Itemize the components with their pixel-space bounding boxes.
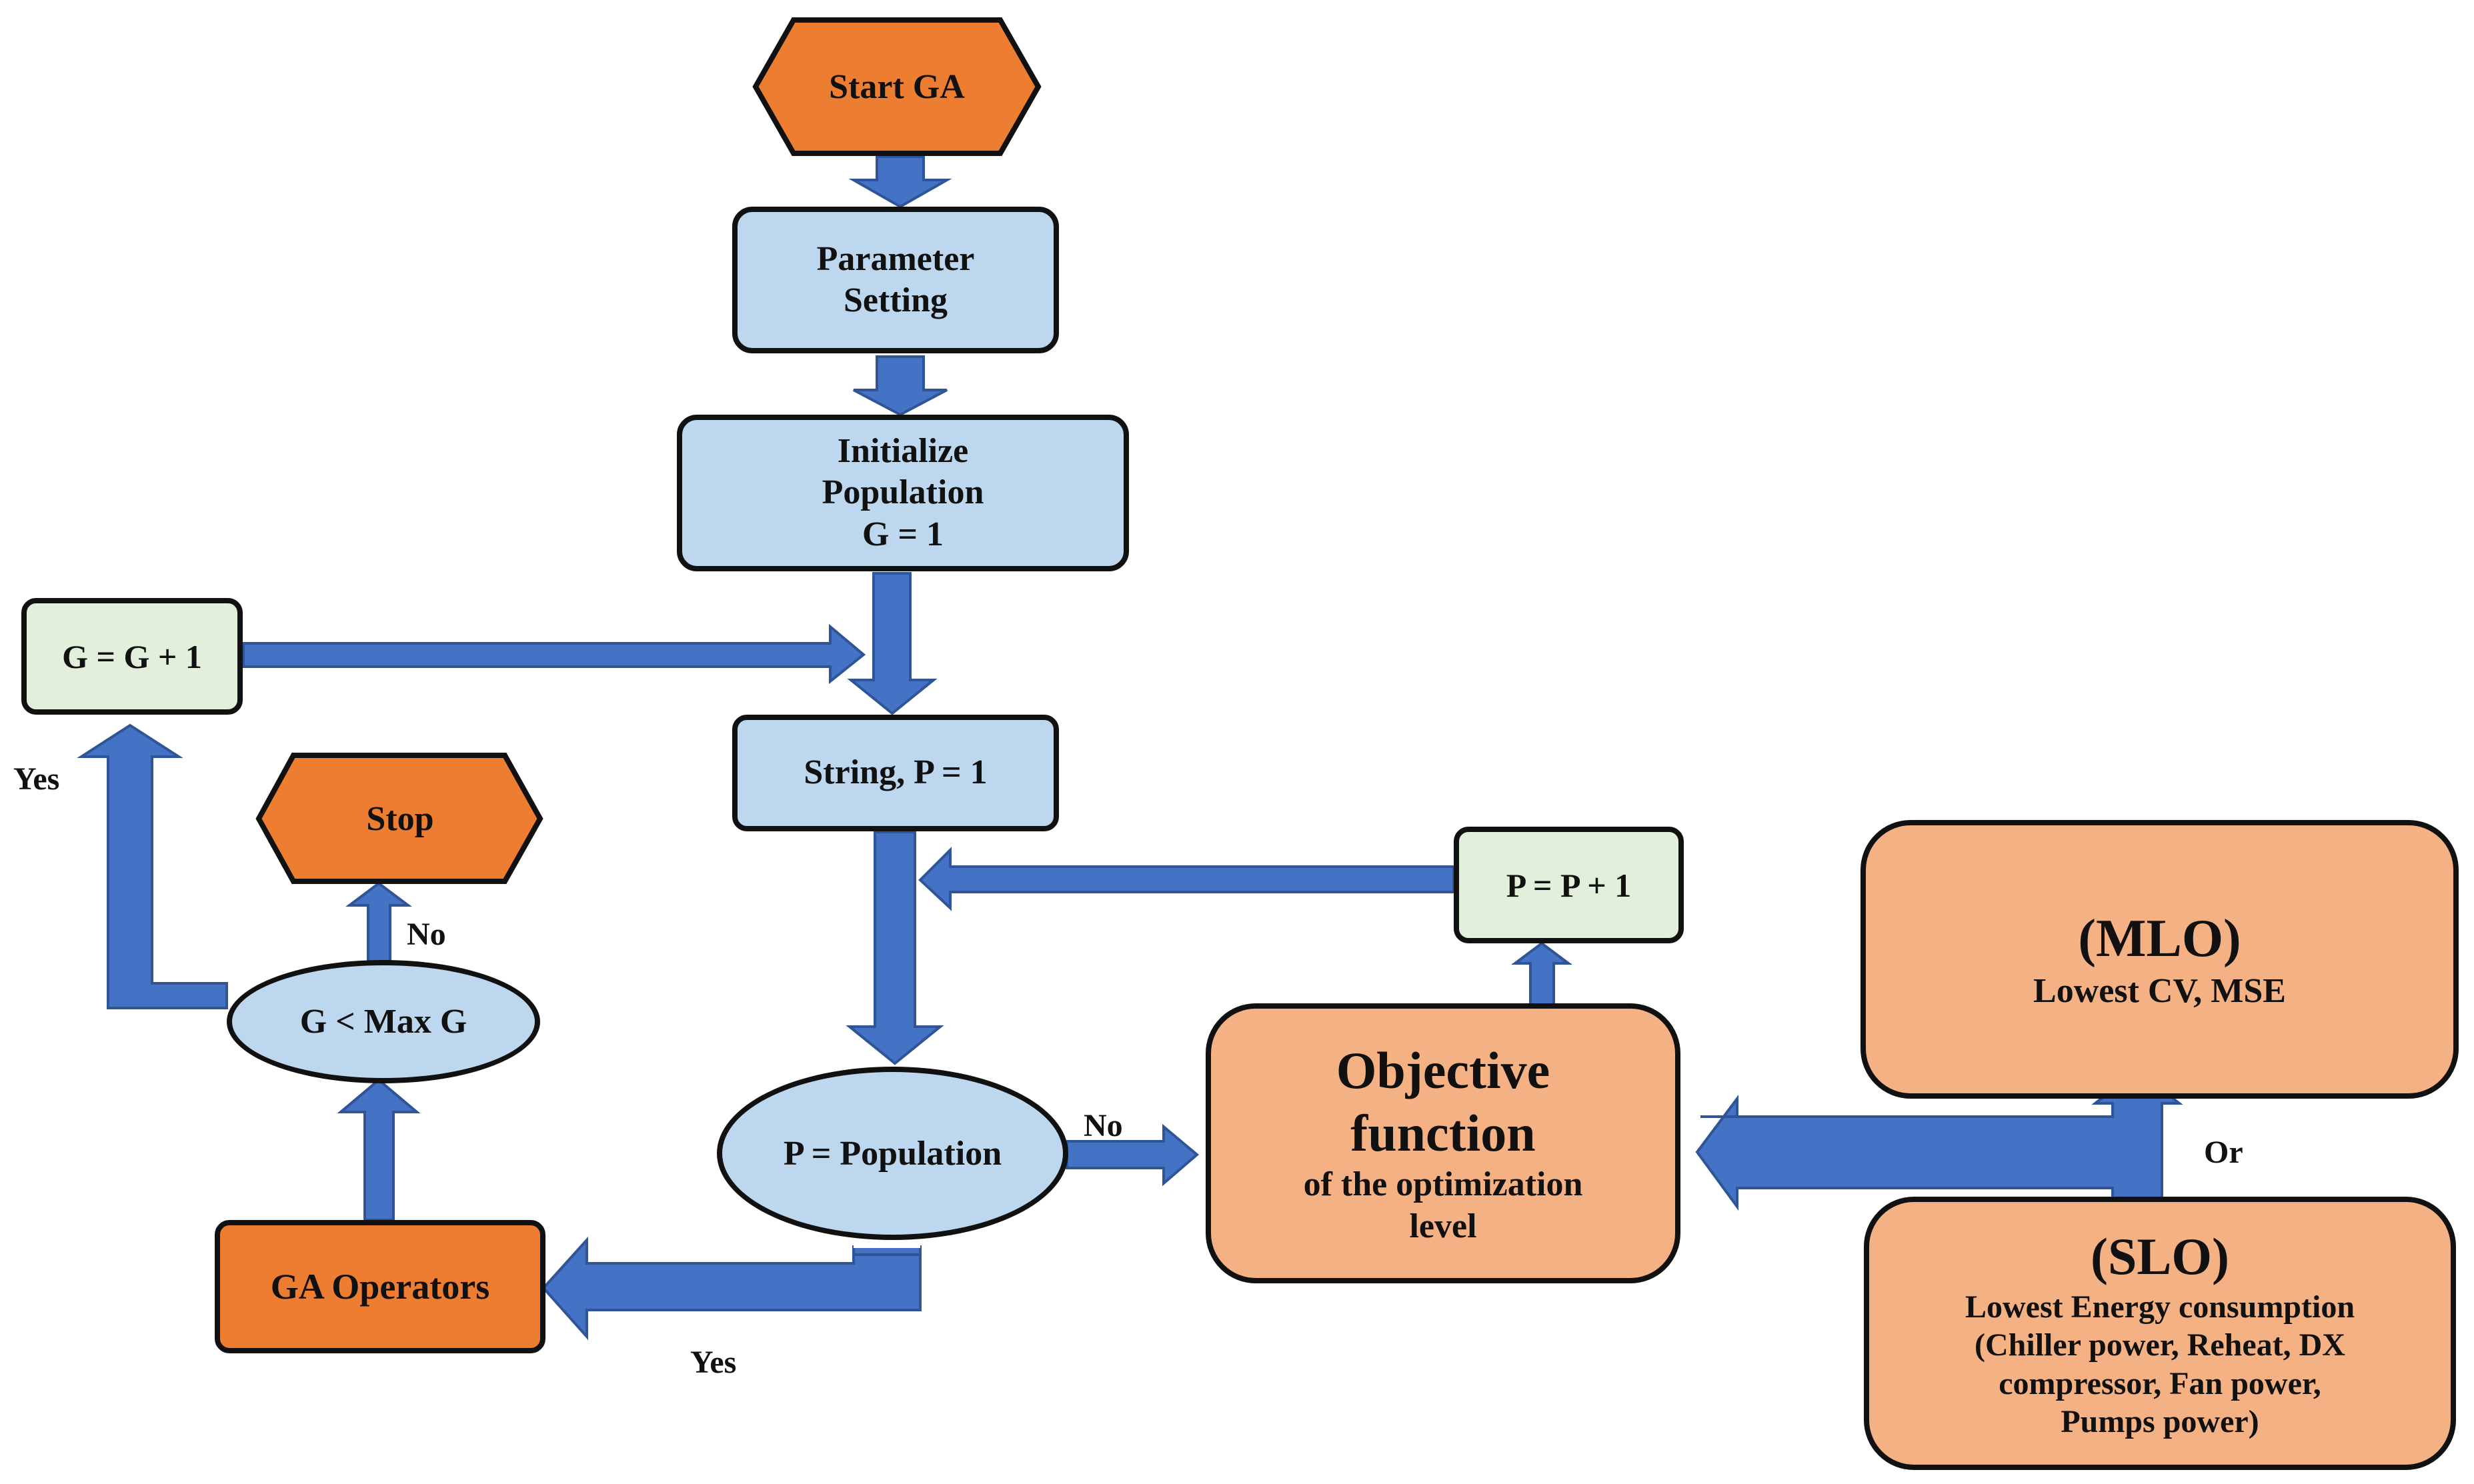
arrow-pincrement-to-string <box>918 847 1455 911</box>
arrow-parameter-to-initialize <box>853 355 948 417</box>
objective-title-line-1: Objective <box>1336 1041 1550 1100</box>
p-population-check-node[interactable]: P = Population <box>717 1067 1068 1240</box>
initialize-line-1: Initialize <box>837 431 969 470</box>
yes-label-left: Yes <box>13 761 60 797</box>
slo-desc-line-2: (Chiller power, Reheat, DX <box>1975 1327 2345 1363</box>
g-increment-label: G = G + 1 <box>62 637 202 675</box>
parameter-setting-line-1: Parameter <box>816 239 975 278</box>
or-label: Or <box>2204 1135 2243 1170</box>
arrow-gincrement-to-string <box>242 623 866 685</box>
arrow-ppop-to-gaoperators <box>541 1236 922 1341</box>
mlo-title: (MLO) <box>2078 909 2241 968</box>
arrow-start-to-parameter <box>848 155 952 209</box>
arrow-gaoperators-to-gcheck <box>337 1078 421 1221</box>
start-node[interactable]: Start GA <box>829 67 965 106</box>
p-population-label: P = Population <box>783 1134 1002 1173</box>
objective-subtitle-line-2: level <box>1409 1207 1477 1245</box>
objective-title-line-2: function <box>1350 1103 1536 1162</box>
arrow-objective-to-pincrement <box>1511 941 1572 1008</box>
objective-function-node[interactable]: Objective function of the optimization l… <box>1206 1003 1680 1283</box>
yes-label-bottom: Yes <box>690 1345 737 1380</box>
mlo-desc: Lowest CV, MSE <box>2033 971 2286 1010</box>
string-p-node[interactable]: String, P = 1 <box>732 715 1059 831</box>
string-p-label: String, P = 1 <box>804 753 988 792</box>
stop-node[interactable]: Stop <box>366 799 434 838</box>
slo-desc-line-4: Pumps power) <box>2061 1404 2259 1440</box>
p-increment-node[interactable]: P = P + 1 <box>1454 827 1684 943</box>
arrow-ppop-to-objective <box>1066 1123 1200 1187</box>
ga-operators-node[interactable]: GA Operators <box>215 1220 545 1353</box>
slo-desc-line-1: Lowest Energy consumption <box>1965 1289 2355 1325</box>
slo-node[interactable]: (SLO) Lowest Energy consumption (Chiller… <box>1864 1197 2456 1470</box>
g-max-check-node[interactable]: G < Max G <box>227 960 540 1083</box>
slo-desc-line-3: compressor, Fan power, <box>1999 1365 2321 1401</box>
slo-title: (SLO) <box>2090 1227 2230 1286</box>
parameter-setting-node[interactable]: Parameter Setting <box>732 207 1059 353</box>
initialize-line-2: Population <box>822 473 984 512</box>
p-increment-label: P = P + 1 <box>1506 866 1632 904</box>
ga-operators-label: GA Operators <box>270 1266 490 1307</box>
g-increment-node[interactable]: G = G + 1 <box>21 598 243 715</box>
arrow-initialize-to-string <box>847 572 938 715</box>
no-label-objective: No <box>1084 1108 1123 1143</box>
arrow-string-to-ppop <box>846 831 944 1065</box>
arrow-gcheck-to-gincrement <box>77 723 228 1009</box>
mlo-node[interactable]: (MLO) Lowest CV, MSE <box>1861 820 2459 1099</box>
no-label-stop: No <box>407 917 446 952</box>
parameter-setting-line-2: Setting <box>844 281 948 319</box>
objective-subtitle-line-1: of the optimization <box>1303 1165 1583 1204</box>
initialize-line-3: G = 1 <box>862 515 944 553</box>
g-max-check-label: G < Max G <box>299 1003 467 1041</box>
initialize-population-node[interactable]: Initialize Population G = 1 <box>677 415 1129 571</box>
